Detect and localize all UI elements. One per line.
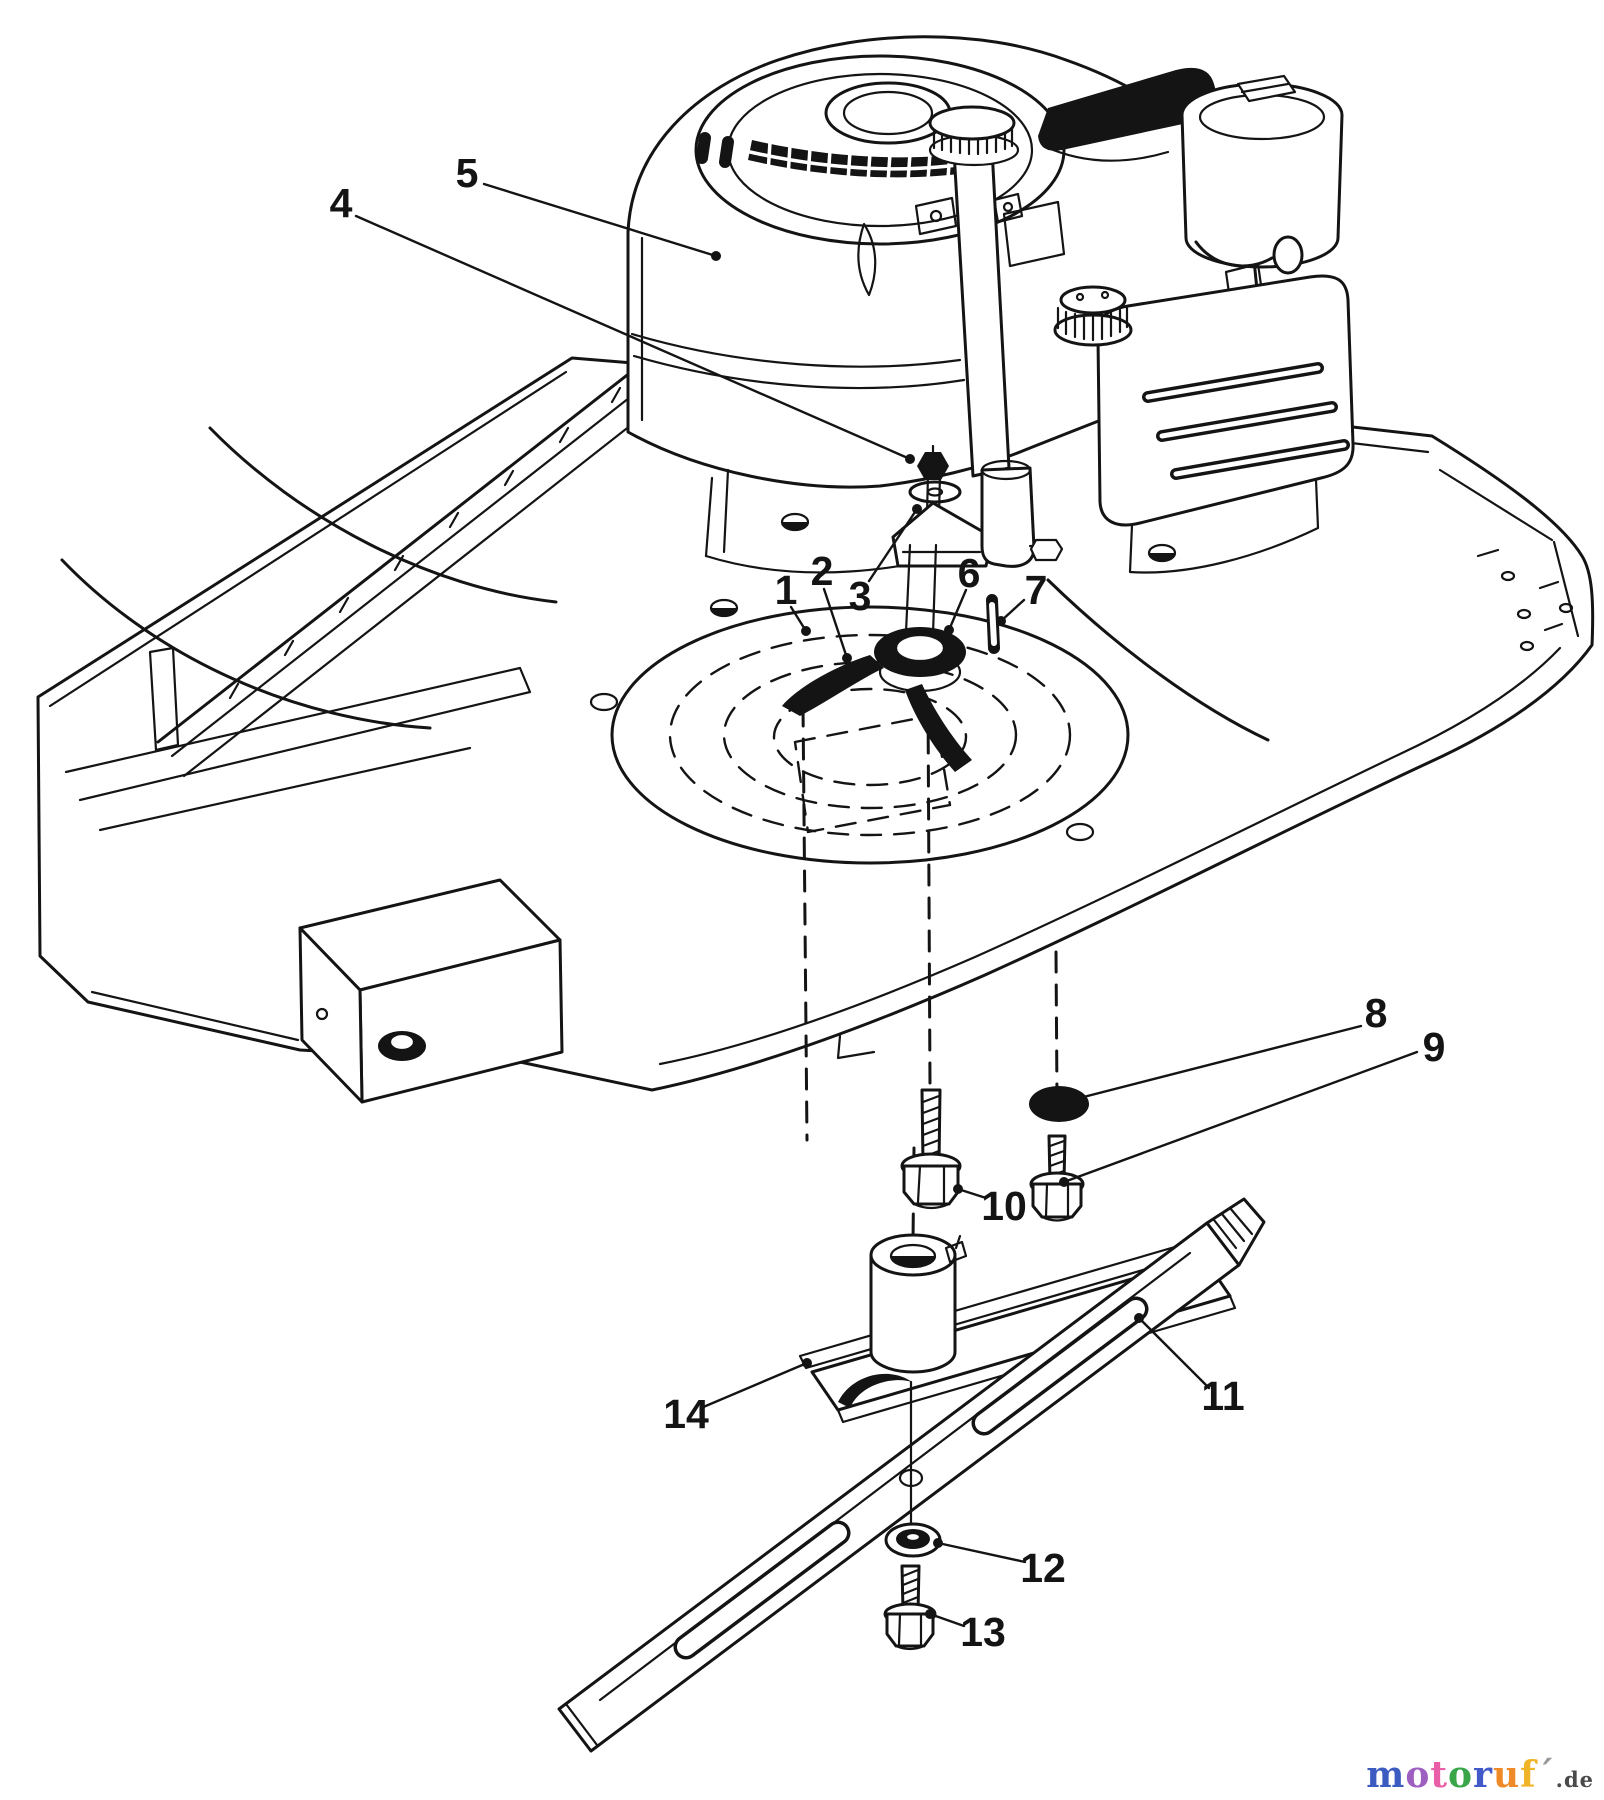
oil-fill-tube (928, 105, 1020, 478)
callout-13-leader (928, 1612, 966, 1628)
callout-1-dot (801, 626, 811, 636)
callout-10-dot (953, 1184, 963, 1194)
callout-4-leader (354, 214, 912, 461)
washer-12 (884, 1522, 942, 1558)
deck-edge-double (48, 370, 568, 708)
callout-7-leader (999, 598, 1026, 623)
watermark-suffix: .de (1555, 1767, 1594, 1792)
watermark-letter: u (1492, 1754, 1521, 1796)
fuel-tank (1053, 274, 1355, 574)
bolt-13 (883, 1564, 937, 1651)
deck-swirl-lines (60, 426, 1270, 742)
handle-bracket (298, 878, 564, 1104)
fuel-cap (1053, 285, 1133, 347)
callout-14-label: 14 (663, 1391, 709, 1437)
motoruf-watermark: motoruf´.de (1366, 1754, 1594, 1796)
callout-14-leader (699, 1361, 809, 1410)
adapter-hub (869, 1233, 968, 1374)
housing-seam (630, 332, 966, 390)
deck-skirt-notch (836, 1034, 876, 1060)
fan-vane-right (905, 684, 972, 772)
callout-8-leader (1062, 1024, 1363, 1104)
callout-11-dot (1134, 1313, 1144, 1323)
left-rail (148, 363, 670, 778)
deck-skirt-inner (658, 646, 1562, 1066)
engine-sticker (1002, 200, 1066, 268)
air-cleaner (1180, 74, 1344, 302)
callout-12-leader (936, 1541, 1027, 1564)
bolt-10 (900, 1088, 962, 1210)
callout-13-dot (925, 1609, 935, 1619)
callout-5-leader (482, 182, 718, 258)
flange-nut (917, 452, 949, 480)
engine-assembly (626, 35, 1355, 574)
blade (557, 1197, 1266, 1753)
callout-2-label: 2 (811, 548, 834, 594)
rope-guide (857, 222, 877, 297)
watermark-letter: o (1405, 1754, 1431, 1796)
watermark-letter: m (1366, 1754, 1406, 1796)
callout-9-label: 9 (1423, 1024, 1446, 1070)
callout-6-dot (944, 625, 954, 635)
callout-5-label: 5 (456, 150, 479, 196)
crankshaft-area (782, 444, 1064, 772)
callout-4-label: 4 (330, 180, 353, 226)
callout-4-dot (905, 454, 915, 464)
mower-deck (36, 356, 1595, 1104)
callout-7-dot (996, 616, 1006, 626)
star-washer-8 (1029, 1086, 1089, 1122)
callout-8-label: 8 (1365, 990, 1388, 1036)
fan-vane-left (782, 655, 884, 716)
callout-10-label: 10 (981, 1183, 1027, 1229)
blade-hardware (883, 1522, 942, 1651)
callout-2-leader (822, 587, 849, 660)
watermark-letter: o (1447, 1754, 1473, 1796)
callout-11-label: 11 (1201, 1373, 1244, 1419)
flat-washer (908, 480, 962, 504)
callout-3-leader (867, 507, 919, 583)
carburetor (980, 459, 1064, 568)
callout-9-leader (1062, 1050, 1419, 1184)
right-corner-bracket (1438, 468, 1580, 652)
callout-3-dot (912, 504, 922, 514)
watermark-letter: t (1430, 1754, 1448, 1796)
callout-5-dot (711, 251, 721, 261)
adapter-cutout (838, 1373, 912, 1408)
watermark-letter: ´ (1536, 1754, 1556, 1796)
callout-6-leader (947, 588, 968, 632)
callout-1-label: 1 (775, 567, 798, 613)
intake-elbow (1194, 240, 1274, 268)
bolt-9 (1029, 1134, 1085, 1222)
deck-screw-holes (589, 512, 1177, 842)
callout-2-dot (842, 653, 852, 663)
callout-3-label: 3 (849, 573, 872, 619)
callout-12-dot (933, 1538, 943, 1548)
callout-7-label: 7 (1025, 567, 1048, 613)
callout-14-dot (802, 1358, 812, 1368)
carb-bolt (1029, 538, 1064, 562)
callout-9-dot (1059, 1177, 1069, 1187)
callout-12-label: 12 (1020, 1545, 1066, 1591)
watermark-letter: r (1472, 1754, 1493, 1796)
callout-6-label: 6 (958, 550, 981, 596)
callout-13-label: 13 (960, 1609, 1006, 1655)
front-baffle (64, 666, 532, 1042)
callout-11-leader (1137, 1316, 1211, 1390)
watermark-letter: f (1520, 1754, 1537, 1796)
callout-8-dot (1059, 1097, 1069, 1107)
